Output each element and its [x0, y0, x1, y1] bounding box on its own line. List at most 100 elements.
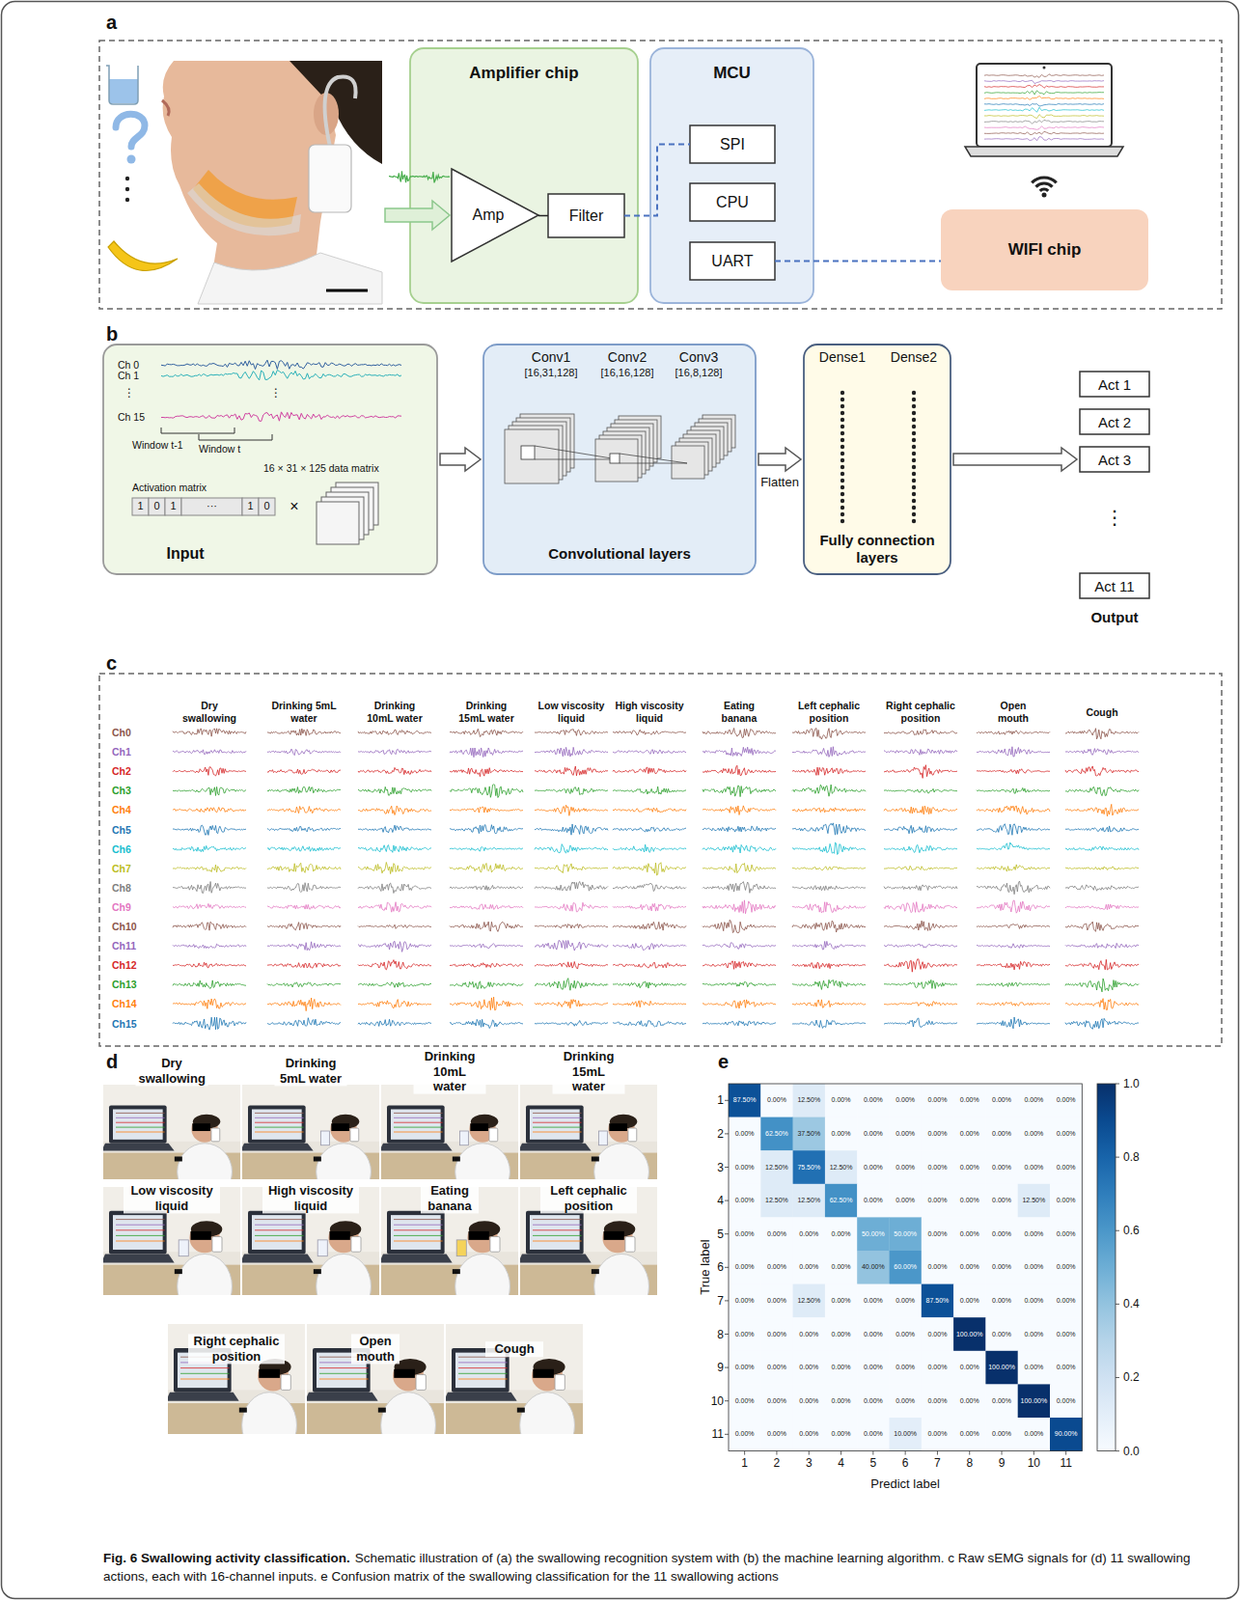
- semg-trace: [883, 805, 958, 815]
- laptop-base: [242, 1253, 314, 1263]
- semg-trace: [534, 824, 608, 835]
- screen-trace: [984, 107, 1104, 112]
- semg-trace: [612, 943, 687, 951]
- dense-neurons: [840, 512, 845, 517]
- label-holder: 0.00%: [1056, 1363, 1076, 1372]
- text-holder: Window t-1: [132, 439, 184, 452]
- semg-trace: [267, 904, 341, 910]
- text-holder: [16,8,128]: [675, 366, 723, 380]
- privacy-mask: [330, 1123, 350, 1131]
- process-box: Filter: [548, 193, 625, 238]
- dense-neurons: [840, 397, 845, 402]
- activation-cell: [165, 497, 182, 516]
- activity-photo: [393, 1131, 443, 1133]
- activity-photo: [393, 1112, 443, 1114]
- activity-photo: [393, 1127, 443, 1129]
- laptop: [109, 1105, 167, 1144]
- semg-trace: [792, 920, 866, 933]
- activity-photo: [532, 1117, 582, 1119]
- watch: [452, 1156, 461, 1161]
- colorbar: [1097, 1083, 1120, 1452]
- label-holder: 0.00%: [928, 1329, 948, 1338]
- tick-mark: [724, 1132, 729, 1134]
- label-holder: 0.00%: [960, 1096, 980, 1104]
- semg-trace: [534, 939, 608, 951]
- label-holder: Ch14: [111, 997, 138, 1011]
- label-holder: 0.00%: [767, 1096, 787, 1104]
- matrix-cell: [793, 1150, 827, 1185]
- laptop-base: [381, 1253, 453, 1263]
- ellipsis: ⋮: [1104, 505, 1125, 529]
- label-holder: 0.00%: [1056, 1396, 1076, 1405]
- semg-trace: [172, 943, 247, 948]
- axis-tick-label: 10: [1027, 1456, 1041, 1470]
- laptop-base: [167, 1392, 240, 1402]
- semg-trace: [976, 1017, 1050, 1029]
- node-label: ⋮: [123, 385, 136, 400]
- tick-mark: [744, 1451, 745, 1456]
- text-holder: Conv2: [607, 349, 647, 366]
- label-holder: 0.00%: [799, 1430, 819, 1438]
- laptop-screen: [390, 1214, 441, 1250]
- semg-trace: [883, 959, 958, 972]
- matrix-cell-value: 0.00%: [1023, 1263, 1044, 1271]
- label-holder: 10: [1027, 1456, 1041, 1470]
- node-shape: [940, 209, 1149, 291]
- panel-letter: d: [106, 1049, 118, 1074]
- privacy-mask: [532, 1369, 554, 1378]
- label-holder: 0.00%: [767, 1229, 787, 1238]
- tick-mark: [840, 1451, 842, 1456]
- channel-label: Ch3: [111, 784, 132, 798]
- matrix-cell: [921, 1284, 955, 1319]
- semg-trace: [1065, 942, 1139, 948]
- node-label: Act 3: [1098, 451, 1131, 469]
- signal-arrow: [388, 170, 419, 183]
- kernel-line: [619, 453, 688, 464]
- axis-tick-label: 8: [965, 1456, 973, 1470]
- semg-trace: [976, 943, 1050, 949]
- label-holder: 0.00%: [928, 1396, 948, 1405]
- photo-label: Right cephalic position: [188, 1333, 285, 1364]
- laptop-screen: [112, 1214, 164, 1250]
- semg-trace: [883, 844, 958, 853]
- matrix-cell: [793, 1117, 827, 1152]
- matrix-cell-value: 0.00%: [928, 1430, 948, 1438]
- label-holder: 0.00%: [799, 1263, 819, 1271]
- colorbar-tick-label: 0.6: [1123, 1223, 1140, 1238]
- matrix-cell: [1018, 1184, 1051, 1218]
- process-box: CPU: [689, 183, 775, 221]
- matrix-cell: [1049, 1417, 1083, 1452]
- matrix-cell-value: 0.00%: [863, 1296, 883, 1305]
- semg-trace: [172, 903, 247, 909]
- semg-trace: [449, 728, 524, 737]
- label-holder: 0.00%: [928, 1162, 948, 1171]
- matrix-cell-value: 0.00%: [895, 1096, 915, 1104]
- label-holder: 0.00%: [992, 1263, 1012, 1271]
- sensor-film: [187, 183, 302, 236]
- kernel: [521, 445, 535, 460]
- matrix-cell: [921, 1117, 955, 1152]
- text-holder: Window t: [198, 442, 241, 456]
- dense-neurons: [840, 458, 845, 463]
- activity-photo: [115, 1224, 166, 1226]
- photo-label: Eating banana: [420, 1183, 479, 1213]
- activity-photo: [532, 1112, 582, 1114]
- matrix-cell: [953, 1350, 987, 1385]
- matrix-cell: [985, 1150, 1019, 1185]
- semg-trace: [1065, 786, 1139, 796]
- activation-cell: [242, 497, 259, 516]
- label-holder: Ch6: [111, 842, 132, 855]
- matrix-cell-value: 0.00%: [831, 1129, 852, 1138]
- activity-photo: [532, 1224, 582, 1226]
- wearable-device: [212, 1237, 222, 1253]
- semg-trace: [702, 746, 776, 756]
- activity-photo: [254, 1122, 304, 1124]
- matrix-cell: [889, 1216, 923, 1251]
- dense-neurons: [911, 438, 916, 442]
- semg-trace: [172, 806, 247, 812]
- photo-label: Left cephalic position: [540, 1183, 637, 1213]
- laptop: [248, 1211, 306, 1255]
- matrix-cell: [889, 1250, 923, 1285]
- label-holder: 11: [712, 1427, 724, 1441]
